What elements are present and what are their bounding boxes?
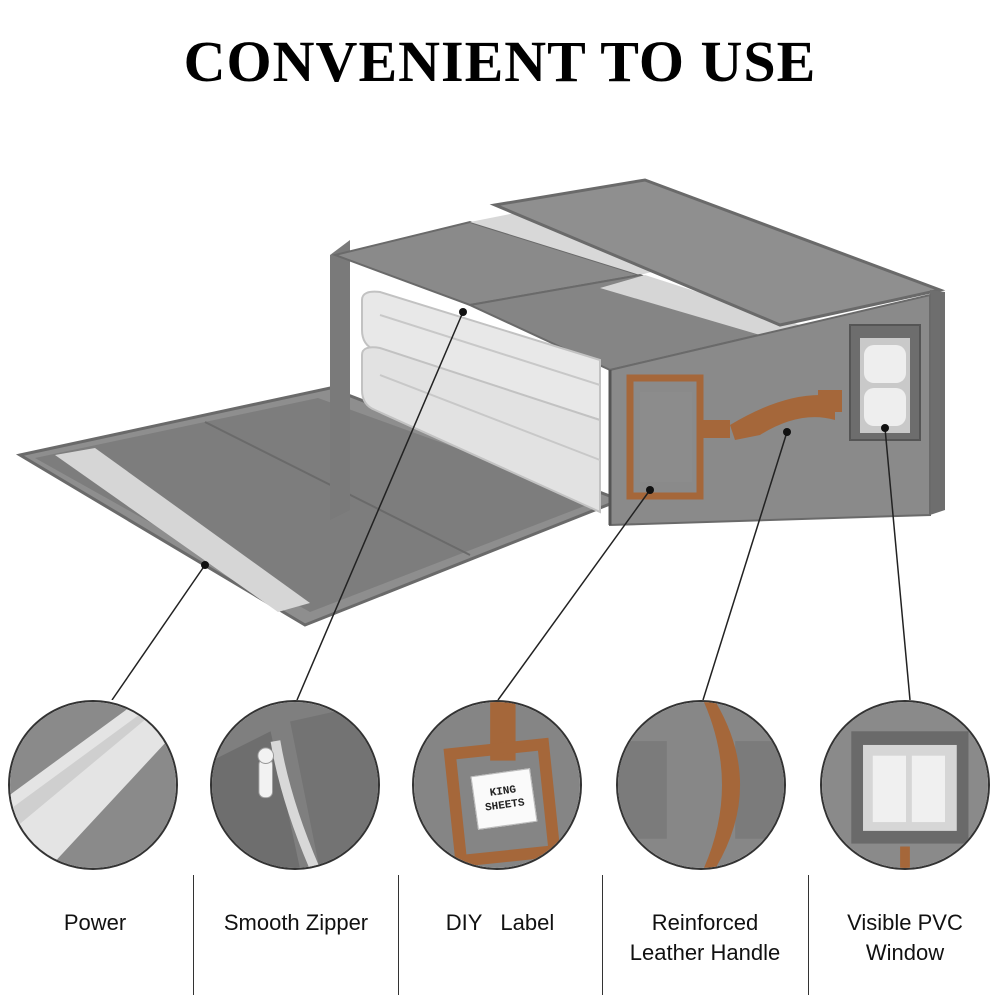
velcro-strip: [55, 448, 310, 612]
box-lid-raised: [489, 178, 946, 327]
divider-3: [602, 875, 603, 995]
label-card: KING SHEETS: [470, 768, 538, 830]
callout-dot-power: [201, 561, 209, 569]
callout-dot-zipper: [459, 308, 467, 316]
detail-circle-power: [8, 700, 178, 870]
detail-circle-label: KING SHEETS: [412, 700, 582, 870]
detail-circle-window: [820, 700, 990, 870]
box-left-wall: [330, 240, 350, 520]
caption-leather-handle: Reinforced Leather Handle: [629, 910, 781, 965]
caption-pvc-window: Visible PVC Window: [847, 910, 963, 965]
detail-circle-handle: [616, 700, 786, 870]
label-holder: [626, 374, 704, 500]
leather-handle: [702, 390, 842, 440]
callout-lines: [111, 311, 911, 700]
caption-smooth-zipper: Smooth Zipper: [223, 910, 369, 935]
storage-box-illustration: [15, 178, 946, 700]
callout-dot-label: [646, 486, 654, 494]
box-right-wall: [930, 290, 945, 515]
callout-dot-handle: [783, 428, 791, 436]
page-title: CONVENIENT TO USE: [183, 29, 817, 94]
caption-diy-label: DIY Label: [445, 910, 555, 935]
caption-power: Power: [63, 910, 127, 935]
divider-2: [398, 875, 399, 995]
folded-sheets: [361, 290, 601, 514]
detail-circle-zipper: [210, 700, 380, 870]
callout-dot-window: [881, 424, 889, 432]
divider-1: [193, 875, 194, 995]
divider-4: [808, 875, 809, 995]
pvc-window: [849, 324, 921, 441]
